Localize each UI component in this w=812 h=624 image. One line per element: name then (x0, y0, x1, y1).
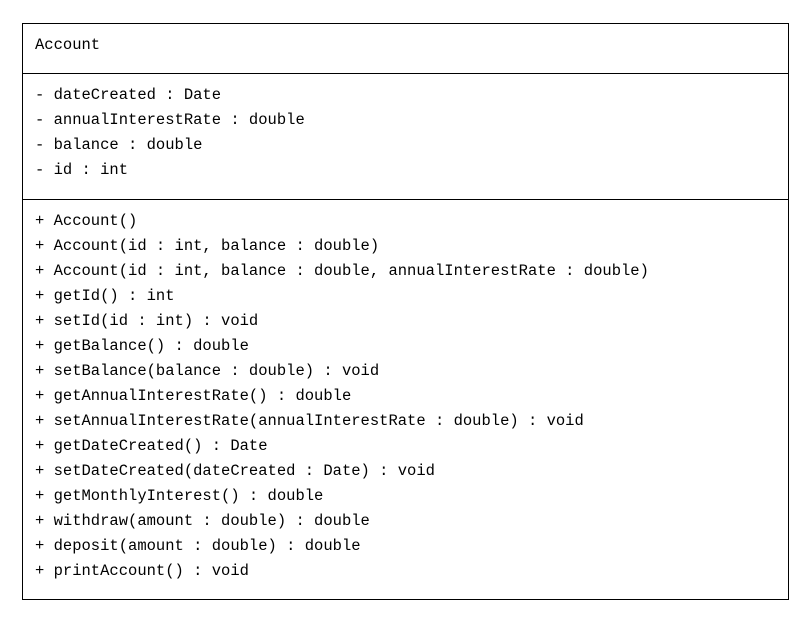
attribute-annual-interest-rate: - annualInterestRate : double (35, 111, 305, 129)
operation-get-date-created: + getDateCreated() : Date (35, 437, 268, 455)
operation-constructor-default: + Account() (35, 212, 138, 230)
uml-class-box: Account - dateCreated : Date - annualInt… (22, 23, 789, 600)
operation-set-balance: + setBalance(balance : double) : void (35, 362, 380, 380)
operation-get-balance: + getBalance() : double (35, 337, 249, 355)
class-name: Account (35, 36, 101, 54)
operation-set-date-created: + setDateCreated(dateCreated : Date) : v… (35, 462, 435, 480)
operations-section: + Account() + Account(id : int, balance … (23, 200, 788, 585)
operation-deposit: + deposit(amount : double) : double (35, 537, 361, 555)
operation-withdraw: + withdraw(amount : double) : double (35, 512, 370, 530)
attributes-section: - dateCreated : Date - annualInterestRat… (23, 74, 788, 200)
attribute-balance: - balance : double (35, 136, 203, 154)
attribute-date-created: - dateCreated : Date (35, 86, 222, 104)
operation-get-annual-interest-rate: + getAnnualInterestRate() : double (35, 387, 352, 405)
operation-constructor-full: + Account(id : int, balance : double, an… (35, 262, 649, 280)
operation-print-account: + printAccount() : void (35, 562, 249, 580)
operation-get-monthly-interest: + getMonthlyInterest() : double (35, 487, 324, 505)
operation-get-id: + getId() : int (35, 287, 175, 305)
operation-set-id: + setId(id : int) : void (35, 312, 259, 330)
class-name-section: Account (23, 24, 788, 74)
attribute-id: - id : int (35, 161, 129, 179)
operation-set-annual-interest-rate: + setAnnualInterestRate(annualInterestRa… (35, 412, 584, 430)
operation-constructor-id-balance: + Account(id : int, balance : double) (35, 237, 380, 255)
